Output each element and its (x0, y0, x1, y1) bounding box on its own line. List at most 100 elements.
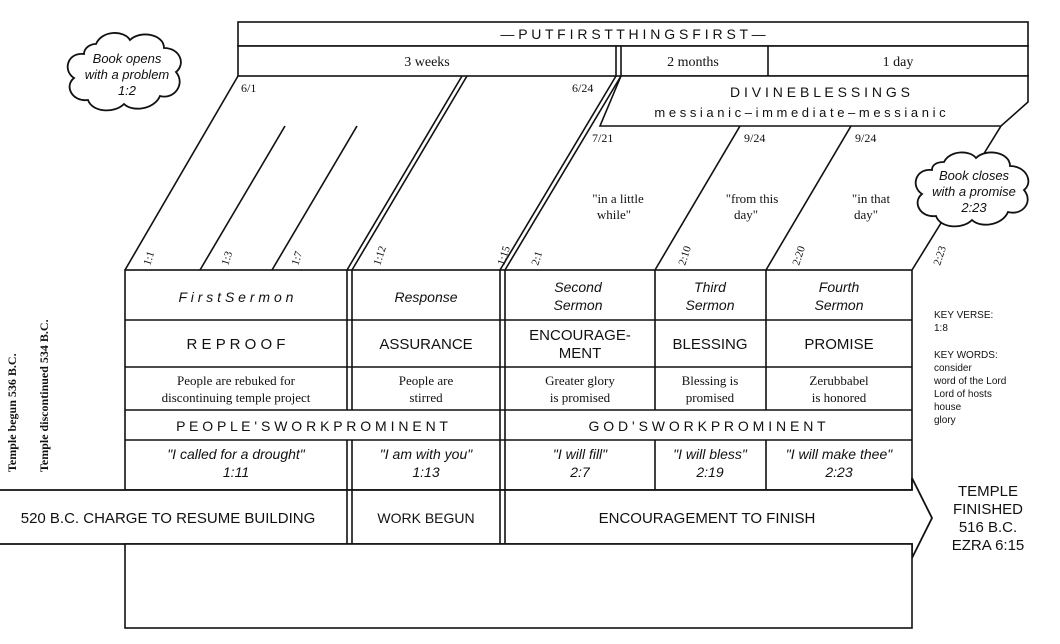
header-bar: — P U T F I R S T T H I N G S F I R S T … (237, 21, 1029, 77)
finished-line1: TEMPLE (958, 483, 1018, 500)
arrow-work-begun: WORK BEGUN (377, 510, 474, 526)
slant-line (199, 125, 286, 271)
keyword-blessing: BLESSING (672, 336, 747, 353)
verse-ref: 1:12 (371, 245, 388, 267)
desc-3-line1: Greater glory (545, 373, 615, 388)
desc-3-line2: is promised (550, 390, 611, 405)
cloud-open-line1: Book opens (93, 51, 162, 66)
key-word: house (934, 402, 962, 413)
cloud-shape (66, 32, 182, 112)
desc-4-line2: promised (686, 390, 735, 405)
heading-second-sermon-2: Sermon (553, 297, 602, 313)
heading-fourth-sermon-1: Fourth (819, 279, 860, 295)
heading-first-sermon: F i r s t S e r m o n (179, 289, 294, 305)
quote-top-3-line1: "in that (852, 191, 891, 206)
quote-bottom-5: "I will make thee" (786, 446, 893, 462)
heading-second-sermon-1: Second (554, 279, 603, 295)
verse-ref: 2:1 (529, 250, 545, 267)
quote-bottom-5-ref: 2:23 (824, 464, 852, 480)
verse-ref: 1:1 (141, 250, 157, 267)
date-label: 6/24 (572, 81, 593, 95)
key-verse: 1:8 (934, 323, 948, 334)
slant-line (271, 125, 358, 271)
date-label: 9/24 (855, 131, 876, 145)
bottom-quotes: "I called for a drought" 1:11 "I am with… (167, 446, 893, 480)
quote-top-2-line1: "from this (726, 191, 779, 206)
slant-line (765, 125, 852, 271)
cloud-close-line3: 2:23 (960, 200, 987, 215)
quote-top-1-line1: "in a little (592, 191, 644, 206)
duration-box (237, 45, 1029, 77)
slant-line (351, 75, 468, 271)
top-quotes: "in a little while" "from this day" "in … (592, 191, 890, 222)
dates: 6/1 6/24 7/21 9/24 9/24 (241, 81, 876, 145)
keyword-promise: PROMISE (804, 336, 873, 353)
divine-subtitle: m e s s i a n i c – i m m e d i a t e – … (654, 105, 946, 120)
cloud-close-line1: Book closes (939, 168, 1010, 183)
arrow-encouragement: ENCOURAGEMENT TO FINISH (599, 510, 816, 527)
verse-refs: 1:1 1:3 1:7 1:12 1:15 2:1 2:10 2:20 2:23 (141, 244, 949, 267)
key-word: consider (934, 363, 972, 374)
heading-third-sermon-1: Third (694, 279, 727, 295)
column-headings: F i r s t S e r m o n Response Second Se… (179, 279, 864, 313)
date-label: 7/21 (592, 131, 613, 145)
duration-2-months: 2 months (667, 55, 719, 70)
heading-third-sermon-2: Sermon (685, 297, 734, 313)
slant-line (124, 75, 239, 271)
quote-top-2-line2: day" (734, 207, 758, 222)
quote-bottom-3: "I will fill" (553, 446, 608, 462)
divine-box-frame (598, 75, 1029, 127)
slant-line (346, 75, 463, 271)
quote-bottom-4-ref: 2:19 (695, 464, 723, 480)
divine-blessings-box: D I V I N E B L E S S I N G S m e s s i … (598, 75, 1029, 127)
desc-5-line1: Zerubbabel (809, 373, 869, 388)
keyword-assurance: ASSURANCE (379, 336, 472, 353)
quote-bottom-1-ref: 1:11 (223, 464, 249, 480)
side-labels: Temple begun 536 B.C. Temple discontinue… (5, 319, 51, 472)
verse-ref: 2:23 (931, 244, 949, 267)
quote-top-1-line2: while" (597, 207, 631, 222)
timeline-arrow: 520 B.C. CHARGE TO RESUME BUILDING WORK … (0, 477, 934, 559)
quote-bottom-4: "I will bless" (673, 446, 748, 462)
finished-line2: FINISHED (953, 501, 1023, 518)
gods-work-prominent: G O D ' S W O R K P R O M I N E N T (588, 418, 826, 434)
cloud-book-closes: Book closes with a promise 2:23 (914, 151, 1030, 228)
foundation-box (124, 543, 913, 629)
key-panel: KEY VERSE: 1:8 KEY WORDS: consider word … (933, 310, 1006, 426)
date-label: 6/1 (241, 81, 256, 95)
desc-2-line1: People are (399, 373, 454, 388)
date-label: 9/24 (744, 131, 765, 145)
side-label-discontinued: Temple discontinued 534 B.C. (37, 319, 51, 472)
keyword-encouragement-1: ENCOURAGE- (529, 327, 631, 344)
desc-5-line2: is honored (812, 390, 867, 405)
desc-2-line2: stirred (409, 390, 443, 405)
cloud-shape (914, 151, 1030, 228)
heading-response: Response (394, 289, 457, 305)
cloud-open-line3: 1:2 (118, 83, 137, 98)
main-grid (124, 269, 913, 491)
key-word: word of the Lord (933, 376, 1006, 387)
header-title-box (237, 21, 1029, 47)
divine-title: D I V I N E B L E S S I N G S (730, 84, 910, 100)
key-word: glory (934, 415, 956, 426)
verse-ref: 2:20 (790, 244, 808, 267)
grid-frame (124, 269, 913, 491)
keyword-encouragement-2: MENT (559, 345, 602, 362)
work-prominent-row: P E O P L E ' S W O R K P R O M I N E N … (176, 418, 826, 434)
finished-line3: 516 B.C. (959, 519, 1017, 536)
desc-4-line1: Blessing is (682, 373, 739, 388)
key-word: Lord of hosts (934, 389, 992, 400)
quote-top-3-line2: day" (854, 207, 878, 222)
verse-ref: 1:3 (219, 249, 235, 267)
slant-line (499, 75, 617, 271)
keyword-reproof: R E P R O O F (187, 336, 286, 353)
arrow-charge: 520 B.C. CHARGE TO RESUME BUILDING (21, 510, 316, 527)
slant-line (654, 125, 741, 271)
column-keywords: R E P R O O F ASSURANCE ENCOURAGE- MENT … (187, 327, 874, 362)
key-verse-label: KEY VERSE: (934, 310, 993, 321)
peoples-work-prominent: P E O P L E ' S W O R K P R O M I N E N … (176, 418, 448, 434)
perspective-lines (124, 75, 1002, 271)
header-title: — P U T F I R S T T H I N G S F I R S T … (500, 26, 765, 42)
quote-bottom-2: "I am with you" (380, 446, 473, 462)
duration-1-day: 1 day (883, 55, 914, 70)
